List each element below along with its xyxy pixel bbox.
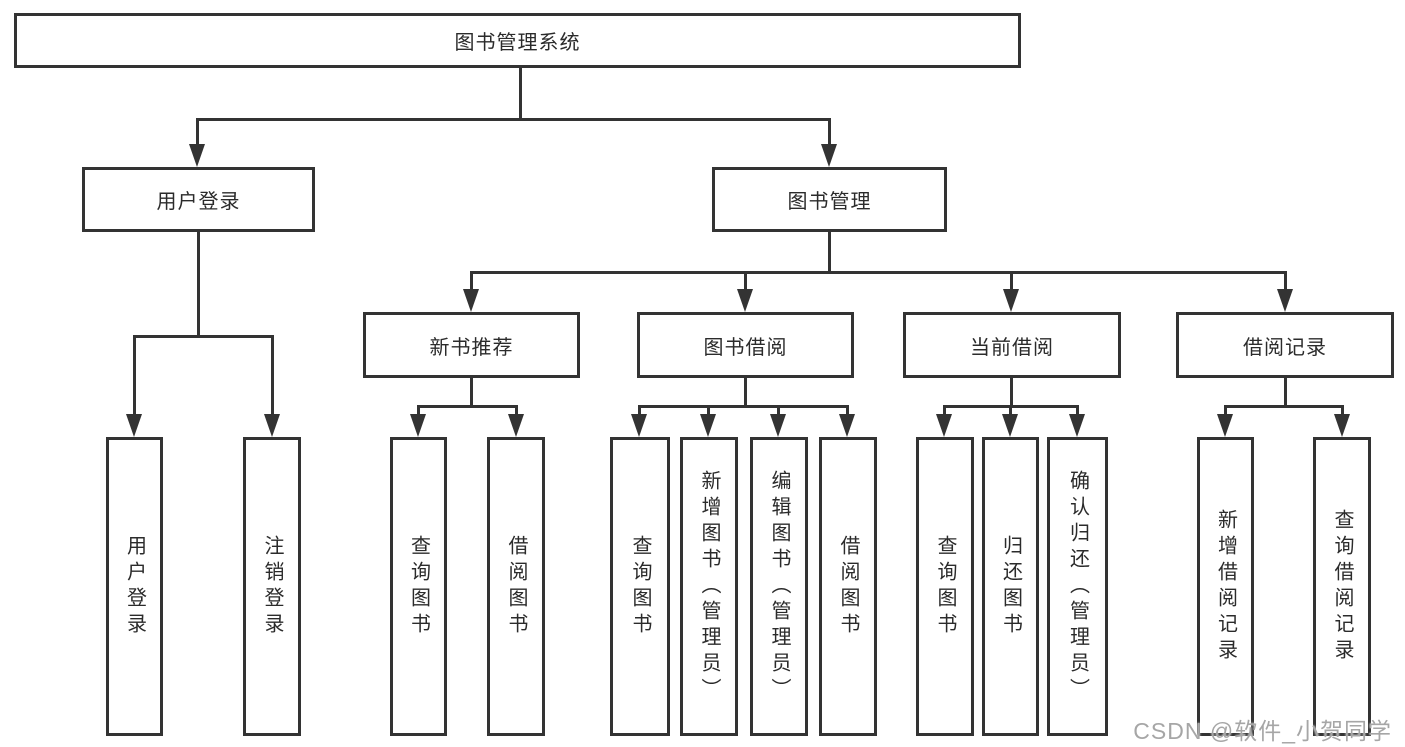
edge-line bbox=[515, 405, 518, 417]
edge-line bbox=[1341, 405, 1344, 417]
node-book-borrow: 图书借阅 bbox=[637, 312, 854, 378]
leaf-edit-book-admin: 编辑图书（管理员） bbox=[750, 437, 808, 736]
edge-line bbox=[828, 232, 831, 273]
edge-line bbox=[707, 405, 710, 417]
leaf-current-query-books: 查询图书 bbox=[916, 437, 974, 736]
leaf-user-login: 用户登录 bbox=[106, 437, 163, 736]
arrowhead bbox=[410, 414, 426, 437]
leaf-borrow-query-books: 查询图书 bbox=[610, 437, 670, 736]
leaf-logout: 注销登录 bbox=[243, 437, 301, 736]
edge-line bbox=[1284, 378, 1287, 408]
leaf-recommend-query-books-label: 查询图书 bbox=[407, 534, 430, 639]
edge-line bbox=[1010, 271, 1013, 293]
node-book-borrow-label: 图书借阅 bbox=[703, 336, 788, 359]
node-root: 图书管理系统 bbox=[14, 13, 1021, 68]
edge-line bbox=[943, 405, 946, 417]
edge-line bbox=[470, 271, 473, 293]
arrowhead bbox=[189, 144, 205, 167]
node-new-book-recommend-label: 新书推荐 bbox=[429, 336, 514, 359]
node-current-borrow-label: 当前借阅 bbox=[970, 336, 1054, 359]
edge-line bbox=[197, 232, 200, 336]
edge-line bbox=[1224, 405, 1344, 408]
leaf-confirm-return-admin: 确认归还（管理员） bbox=[1047, 437, 1108, 736]
edge-line bbox=[1010, 378, 1013, 408]
arrowhead bbox=[936, 414, 952, 437]
edge-line bbox=[417, 405, 420, 417]
arrowhead bbox=[463, 289, 479, 312]
leaf-return-book-label: 归还图书 bbox=[999, 534, 1022, 639]
edge-line bbox=[470, 271, 1287, 274]
leaf-return-book: 归还图书 bbox=[982, 437, 1039, 736]
leaf-add-book-admin: 新增图书（管理员） bbox=[680, 437, 738, 736]
leaf-borrow-book-label: 借阅图书 bbox=[837, 534, 859, 639]
arrowhead bbox=[839, 414, 855, 437]
node-book-management-label: 图书管理 bbox=[787, 191, 872, 213]
arrowhead bbox=[1277, 289, 1293, 312]
arrowhead bbox=[1217, 414, 1233, 437]
leaf-user-login-label: 用户登录 bbox=[123, 534, 146, 639]
edge-line bbox=[744, 378, 747, 408]
edge-line bbox=[638, 405, 849, 408]
leaf-add-book-admin-label: 新增图书（管理员） bbox=[698, 469, 720, 704]
edge-line bbox=[1284, 271, 1287, 293]
arrowhead bbox=[737, 289, 753, 312]
leaf-recommend-borrow-books: 借阅图书 bbox=[487, 437, 545, 736]
arrowhead bbox=[1069, 414, 1085, 437]
node-book-management: 图书管理 bbox=[712, 167, 947, 232]
leaf-edit-book-admin-label: 编辑图书（管理员） bbox=[768, 469, 790, 704]
edge-line bbox=[133, 335, 274, 338]
leaf-borrow-book: 借阅图书 bbox=[819, 437, 877, 736]
edge-line bbox=[638, 405, 641, 417]
edge-line bbox=[1224, 405, 1227, 417]
node-borrow-records-label: 借阅记录 bbox=[1243, 336, 1327, 359]
edge-line bbox=[196, 118, 199, 148]
leaf-query-borrow-record: 查询借阅记录 bbox=[1313, 437, 1371, 736]
leaf-query-borrow-record-label: 查询借阅记录 bbox=[1331, 508, 1353, 665]
leaf-add-borrow-record-label: 新增借阅记录 bbox=[1214, 508, 1237, 665]
edge-line bbox=[744, 271, 747, 293]
arrowhead bbox=[264, 414, 280, 437]
node-current-borrow: 当前借阅 bbox=[903, 312, 1121, 378]
edge-line bbox=[196, 118, 831, 121]
node-user-login: 用户登录 bbox=[82, 167, 315, 232]
leaf-current-query-books-label: 查询图书 bbox=[934, 534, 956, 639]
leaf-add-borrow-record: 新增借阅记录 bbox=[1197, 437, 1254, 736]
arrowhead bbox=[1002, 414, 1018, 437]
edge-line bbox=[271, 335, 274, 416]
leaf-borrow-query-books-label: 查询图书 bbox=[629, 534, 651, 639]
edge-line bbox=[828, 118, 831, 148]
csdn-watermark: CSDN @软件_小贺同学 bbox=[1133, 718, 1392, 744]
edge-line bbox=[470, 378, 473, 408]
node-new-book-recommend: 新书推荐 bbox=[363, 312, 580, 378]
edge-line bbox=[846, 405, 849, 417]
node-user-login-label: 用户登录 bbox=[156, 191, 241, 213]
arrowhead bbox=[821, 144, 837, 167]
edge-line bbox=[519, 66, 522, 119]
leaf-recommend-borrow-books-label: 借阅图书 bbox=[505, 534, 527, 639]
arrowhead bbox=[770, 414, 786, 437]
edge-line bbox=[417, 405, 518, 408]
arrowhead bbox=[1003, 289, 1019, 312]
node-root-label: 图书管理系统 bbox=[454, 32, 581, 54]
arrowhead bbox=[631, 414, 647, 437]
arrowhead bbox=[1334, 414, 1350, 437]
edge-line bbox=[133, 335, 136, 416]
arrowhead bbox=[508, 414, 524, 437]
edge-line bbox=[1009, 405, 1012, 417]
leaf-recommend-query-books: 查询图书 bbox=[390, 437, 447, 736]
leaf-confirm-return-admin-label: 确认归还（管理员） bbox=[1066, 469, 1089, 704]
arrowhead bbox=[126, 414, 142, 437]
edge-line bbox=[1076, 405, 1079, 417]
arrowhead bbox=[700, 414, 716, 437]
node-borrow-records: 借阅记录 bbox=[1176, 312, 1394, 378]
edge-line bbox=[777, 405, 780, 417]
leaf-logout-label: 注销登录 bbox=[261, 534, 283, 639]
